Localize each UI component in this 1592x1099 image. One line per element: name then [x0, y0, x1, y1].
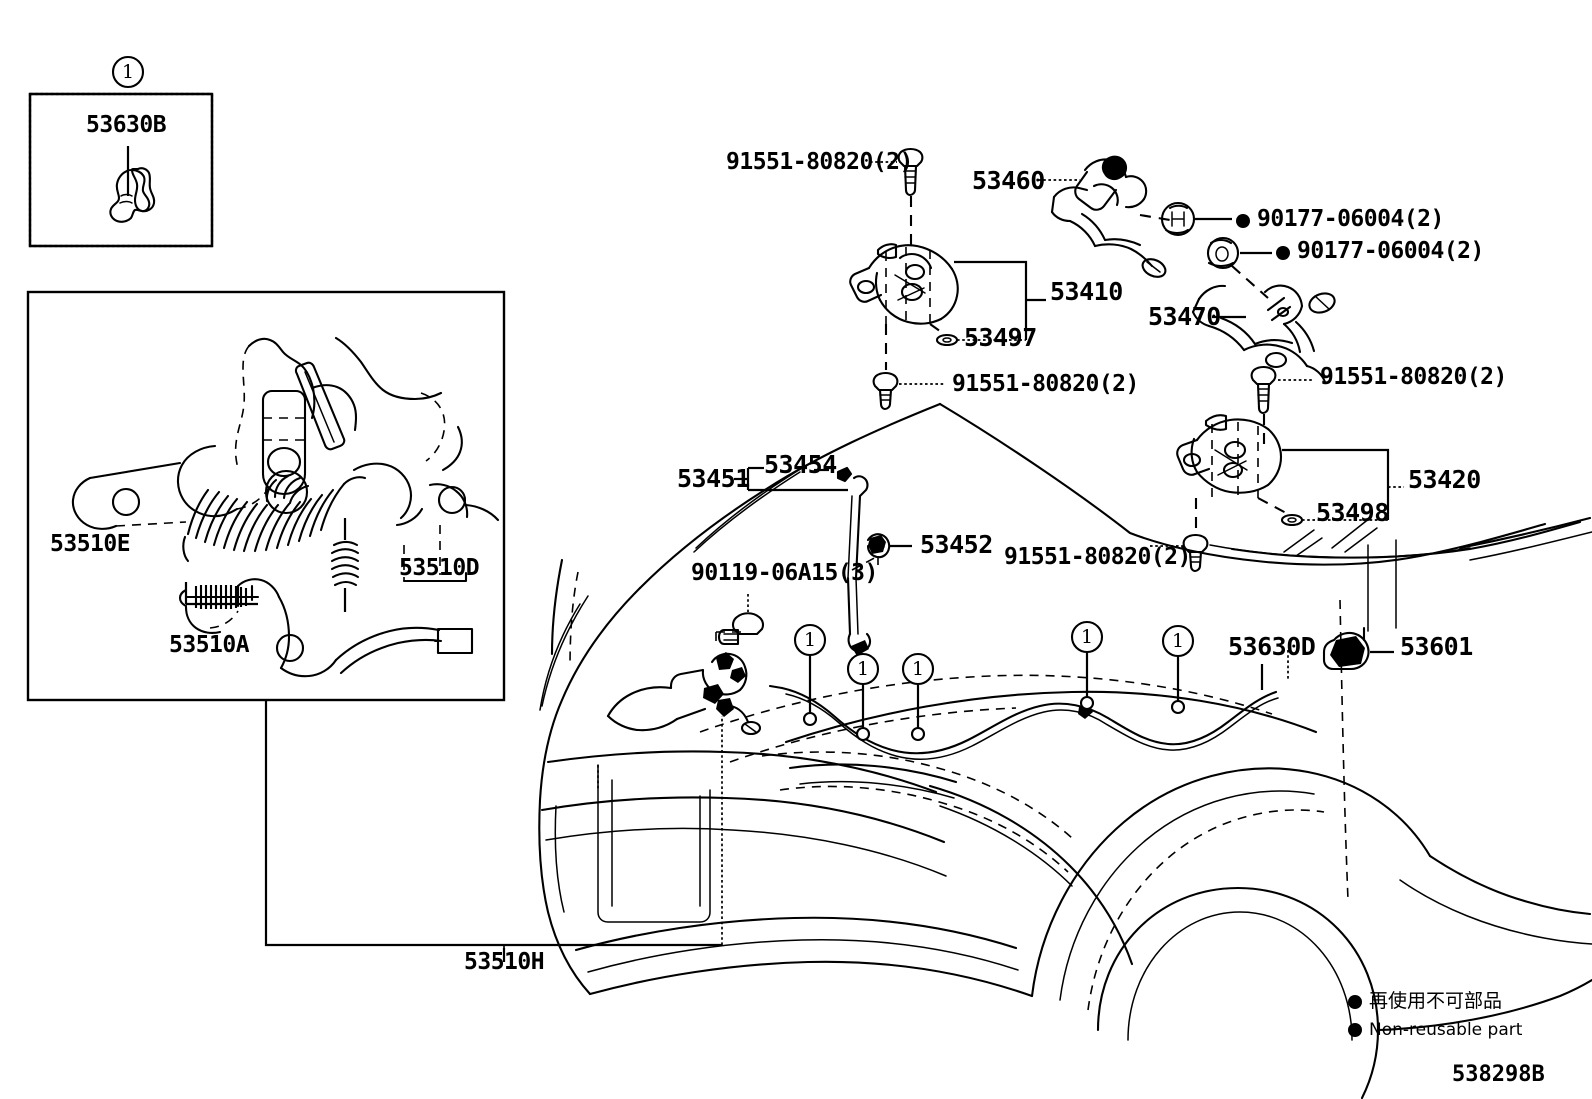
nonreusable-dot-icon [1348, 995, 1362, 1009]
nonreusable-dot-icon [1276, 246, 1290, 260]
label-bolt-top-left: 91551-80820(2) [726, 149, 913, 175]
label-53410: 53410 [1050, 277, 1123, 306]
label-53510h: 53510H [464, 949, 545, 975]
callout-number-cable-2: 1 [856, 658, 870, 680]
damper-upper-53460 [1038, 155, 1232, 278]
hinge-right-body [1176, 414, 1283, 500]
washer-53498 [1280, 513, 1304, 527]
nut-lower [1206, 236, 1240, 270]
label-53420: 53420 [1408, 465, 1481, 494]
clip-detail-box-frame [28, 55, 214, 248]
nonreusable-dot-icon [1348, 1023, 1362, 1037]
bolt-top-right [1250, 365, 1277, 415]
label-53454: 53454 [764, 450, 837, 479]
bolt-bottom-left [872, 371, 899, 411]
diagram-id: 538298B [1452, 1062, 1545, 1087]
label-53497: 53497 [964, 323, 1037, 352]
hood-lock-detail-art [71, 336, 500, 678]
hood-lock-on-car [606, 594, 765, 736]
legend-japanese: 再使用不可部品 [1348, 992, 1502, 1011]
label-53630b: 53630B [86, 112, 167, 138]
label-53498: 53498 [1316, 498, 1389, 527]
label-53470: 53470 [1148, 302, 1221, 331]
label-53510d: 53510D [399, 555, 480, 581]
bolt-top-left [897, 147, 924, 197]
rod-holder-53452 [866, 533, 891, 559]
lock-spring-large [182, 476, 367, 563]
label-53460: 53460 [972, 166, 1045, 195]
callout-number-cable-1: 1 [803, 629, 817, 651]
legend-english: Non-reusable part [1348, 1022, 1522, 1039]
label-53510a: 53510A [169, 632, 250, 658]
hood-lock-assembly-leader [264, 700, 723, 962]
lock-spring-flat [178, 582, 260, 609]
washer-53497 [935, 333, 959, 347]
support-rod-group [734, 466, 912, 656]
label-53452: 53452 [920, 530, 993, 559]
bolt-90119 [717, 612, 765, 646]
label-nut-upper: 90177-06004(2) [1236, 208, 1444, 231]
callout-number-box: 1 [121, 61, 135, 83]
hinge-right-group [1150, 365, 1404, 573]
hood-lock-detail-box-frame [26, 290, 506, 702]
clip-glyph [109, 167, 156, 223]
car-body-outline [538, 402, 1592, 1099]
label-bolt-bottom-right: 91551-80820(2) [1004, 544, 1191, 570]
callout-number-cable-4: 1 [1080, 626, 1094, 648]
hinge-left-body [849, 243, 959, 325]
release-cable-group [768, 620, 1394, 760]
cable-grommet-53601 [1322, 631, 1370, 671]
label-nut-lower: 90177-06004(2) [1276, 240, 1484, 263]
hinge-left-group [849, 147, 1046, 411]
callout-number-cable-5: 1 [1171, 630, 1185, 652]
label-53510e: 53510E [50, 531, 131, 557]
label-bolt-bottom-left: 91551-80820(2) [952, 371, 1139, 397]
lock-spring-small [330, 518, 360, 612]
rod-clip-53454 [836, 466, 853, 483]
nut-upper [1160, 201, 1196, 237]
label-bolt-top-right: 91551-80820(2) [1320, 364, 1507, 390]
label-53601: 53601 [1400, 632, 1473, 661]
callout-number-cable-3: 1 [911, 658, 925, 680]
label-90119: 90119-06A15(3) [691, 560, 878, 586]
damper-lower-53470 [1191, 236, 1336, 384]
label-53451: 53451 [677, 464, 750, 493]
label-53630d: 53630D [1228, 632, 1316, 661]
nonreusable-dot-icon [1236, 214, 1250, 228]
bolt-bottom-right [1182, 533, 1209, 573]
lock-spring-coil2 [264, 469, 310, 515]
cable-callouts [793, 620, 1195, 742]
